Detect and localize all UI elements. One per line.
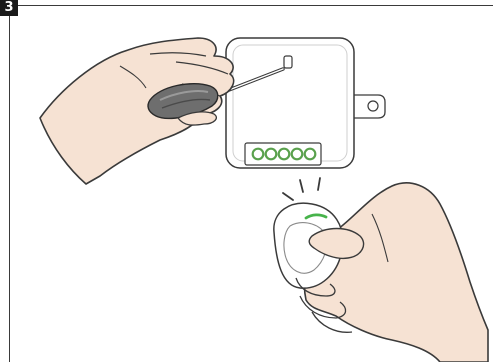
hand-remote-icon [274, 178, 488, 362]
signal-marks [283, 178, 320, 200]
micro-module-icon [226, 38, 385, 168]
terminal-block [245, 143, 321, 165]
